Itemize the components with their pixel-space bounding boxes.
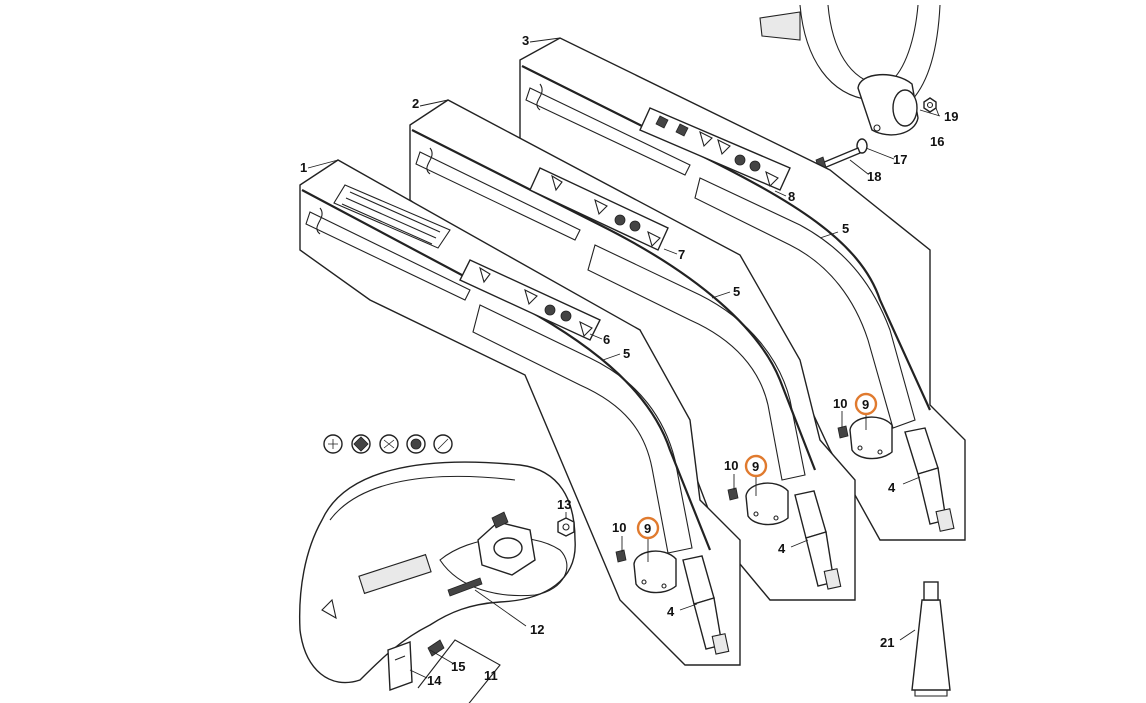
drive-tube-end-4-panel-1 — [682, 555, 730, 655]
callout-5-panel-2[interactable]: 5 — [733, 284, 740, 299]
clamp-9-panel-3 — [849, 416, 893, 460]
screw-10-panel-3 — [837, 425, 849, 439]
nut-13 — [557, 517, 575, 537]
deflector-12 — [298, 461, 576, 684]
leader-lines — [307, 37, 941, 679]
callout-9-panel-2[interactable]: 9 — [752, 459, 759, 474]
drive-tube-end-4-panel-3 — [904, 427, 955, 532]
callout-18[interactable]: 18 — [867, 169, 881, 184]
screw-10-panel-1 — [615, 549, 627, 563]
callout-5-panel-3[interactable]: 5 — [842, 221, 849, 236]
callout-19[interactable]: 19 — [944, 109, 958, 124]
callout-10-panel-2[interactable]: 10 — [724, 458, 738, 473]
callout-17[interactable]: 17 — [893, 152, 907, 167]
callout-4-panel-3[interactable]: 4 — [888, 480, 896, 495]
callout-6[interactable]: 6 — [603, 332, 610, 347]
callout-7[interactable]: 7 — [678, 247, 685, 262]
callout-9-panel-1[interactable]: 9 — [644, 521, 651, 536]
callout-10-panel-3[interactable]: 10 — [833, 396, 847, 411]
callout-11[interactable]: 11 — [484, 668, 498, 683]
drive-tube-end-4-panel-2 — [794, 490, 842, 590]
highlight-rings-part-9 — [636, 392, 878, 540]
warning-decal-7 — [529, 167, 669, 251]
callout-12[interactable]: 12 — [530, 622, 544, 637]
callout-21[interactable]: 21 — [880, 635, 894, 650]
callout-3[interactable]: 3 — [522, 33, 529, 48]
lubricant-tube-21 — [911, 581, 951, 697]
callout-15[interactable]: 15 — [451, 659, 465, 674]
warning-decal-8 — [639, 107, 791, 191]
callout-4-panel-1[interactable]: 4 — [667, 604, 675, 619]
cutting-attachment-symbols — [323, 434, 453, 454]
screw-10-panel-2 — [727, 487, 739, 501]
callout-1[interactable]: 1 — [300, 160, 307, 175]
callout-16[interactable]: 16 — [930, 134, 944, 149]
callout-13[interactable]: 13 — [557, 497, 571, 512]
warning-decal-6 — [459, 259, 601, 341]
shaft-panel-1 — [299, 159, 741, 666]
blade-hardware-14-15 — [387, 639, 501, 703]
callout-14[interactable]: 14 — [427, 673, 442, 688]
clamp-9-panel-1 — [633, 550, 677, 594]
callout-10-panel-1[interactable]: 10 — [612, 520, 626, 535]
callout-9-panel-3[interactable]: 9 — [862, 397, 869, 412]
clamp-9-panel-2 — [745, 482, 789, 526]
loop-handle — [759, 4, 941, 136]
callout-labels: 1 2 3 5 5 5 6 7 8 16 17 18 19 10 10 10 9… — [300, 33, 958, 688]
callout-8[interactable]: 8 — [788, 189, 795, 204]
text-label-plate — [333, 184, 451, 249]
callout-5-panel-1[interactable]: 5 — [623, 346, 630, 361]
deflector-mount-clamp — [477, 511, 536, 576]
callout-2[interactable]: 2 — [412, 96, 419, 111]
callout-4-panel-2[interactable]: 4 — [778, 541, 786, 556]
